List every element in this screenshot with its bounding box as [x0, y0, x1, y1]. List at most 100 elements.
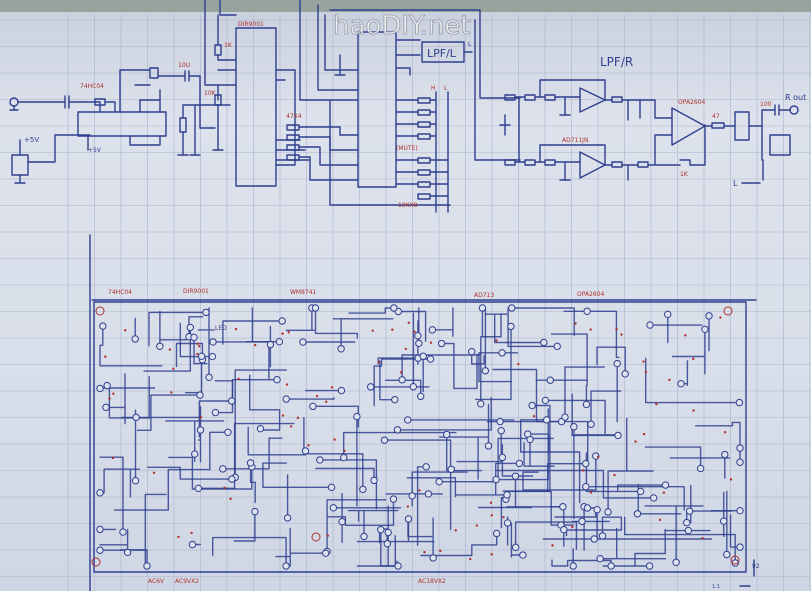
oscillator-module [11, 154, 29, 176]
pcb-pad [515, 459, 524, 468]
pcb-trace [326, 499, 387, 553]
pcb-drill-mark [124, 329, 127, 332]
opamp-filter-label: AD711JN [562, 137, 588, 144]
pcb-trace [222, 320, 283, 345]
pcb-trace [143, 326, 191, 372]
pcb-trace [249, 462, 256, 504]
pcb-pad [327, 483, 336, 492]
pcb-drill-mark [104, 355, 107, 358]
pcb-pad [338, 517, 346, 526]
pcb-layout: 74HC04 DIR9001 LED WM8741 AD713 OPA2604 … [89, 234, 760, 591]
bus-h-label: H [431, 85, 436, 92]
pcb-pad [132, 413, 140, 422]
pcb-trace [438, 437, 554, 483]
pcb-drill-mark [489, 501, 493, 505]
pcb-pad [360, 532, 368, 541]
pcb-pad [196, 426, 205, 434]
pcb-pad [251, 507, 259, 516]
pcb-trace [440, 342, 478, 390]
pcb-trace [564, 366, 605, 418]
pcb-drill-mark [589, 491, 593, 494]
ic-dir9001-label: DIR9001 [238, 21, 264, 28]
pcb-drill-mark [644, 370, 648, 374]
pcb-pad [275, 337, 284, 346]
pcb-drill-mark [596, 455, 600, 459]
pcb-drill-mark [343, 449, 346, 453]
pcb-trace [383, 439, 452, 531]
pcb-pad [389, 495, 398, 503]
pcb-pad [664, 310, 672, 319]
pcb-trace [99, 528, 129, 554]
pcb-label-dir9001: DIR9001 [183, 288, 209, 295]
pcb-pad [191, 450, 199, 458]
pcb-trace [671, 328, 706, 375]
pcb-pad [621, 370, 629, 378]
pcb-trace [563, 310, 620, 359]
pcb-pad [123, 548, 132, 557]
pcb-drill-mark [377, 360, 381, 364]
mounting-hole-icon [311, 532, 321, 542]
pcb-trace [565, 516, 623, 537]
pcb-drill-mark [574, 322, 577, 325]
pcb-drill-mark [469, 557, 472, 561]
pcb-pad [393, 426, 402, 434]
pcb-trace [550, 333, 588, 406]
pcb-trace [471, 351, 485, 365]
pcb-pad [541, 396, 550, 405]
pcb-trace [520, 419, 581, 504]
pcb-pad [696, 464, 705, 473]
pcb-trace [379, 360, 396, 401]
pcb-trace [446, 433, 483, 472]
mounting-holes [91, 306, 740, 567]
res-label-100: 100 [760, 101, 772, 108]
pcb-pad [416, 392, 425, 401]
pcb-pad [569, 562, 577, 570]
pcb-trace [396, 397, 492, 431]
pcb-pad [353, 412, 361, 421]
pcb-trace [406, 476, 508, 498]
pcb-trace [478, 352, 519, 383]
pcb-trace [356, 518, 435, 543]
pcb-drill-mark [391, 328, 394, 331]
pcb-pad [478, 304, 487, 312]
pcb-pad [519, 551, 527, 559]
pcb-trace [231, 379, 278, 406]
pcb-pad [570, 423, 578, 431]
lpf-right-title: LPF/R [600, 55, 633, 69]
pcb-pad [484, 442, 493, 450]
pcb-pad [508, 304, 516, 312]
pcb-trace [99, 325, 163, 367]
pcb-pad [409, 383, 418, 391]
pcb-trace [197, 405, 202, 463]
pcb-pad [598, 532, 607, 540]
pcb-pad [96, 546, 104, 554]
res-label-1k-b: 1K [680, 171, 689, 178]
pcb-trace [212, 536, 287, 567]
pcb-drill-mark [296, 416, 300, 420]
pcb-pad [511, 472, 520, 480]
pcb-drill-mark [330, 386, 334, 389]
pcb-trace [99, 456, 124, 533]
pcb-drill-mark [582, 469, 585, 472]
pcb-drill-mark [234, 327, 238, 331]
pcb-trace [356, 560, 399, 567]
pcb-label-ad713: AD713 [474, 292, 494, 299]
pcb-pad [511, 543, 520, 552]
pcb-trace [165, 420, 225, 462]
pcb-pad [408, 492, 416, 500]
pcb-pad [719, 517, 728, 525]
pcb-pad [437, 339, 446, 348]
pcb-drill-mark [413, 330, 416, 333]
pcb-pad [503, 519, 512, 527]
pcb-drill-mark [177, 535, 180, 539]
pcb-pad [424, 490, 433, 498]
pcb-pad [685, 507, 694, 515]
pcb-trace [695, 421, 741, 463]
pcb-trace [585, 486, 685, 511]
pcb-trace [522, 455, 597, 491]
pcb-pad [736, 458, 744, 466]
lpf-left-out-label: L [468, 41, 472, 48]
pcb-pad [367, 383, 375, 391]
pcb-pad [443, 430, 451, 439]
pcb-trace [114, 431, 229, 511]
